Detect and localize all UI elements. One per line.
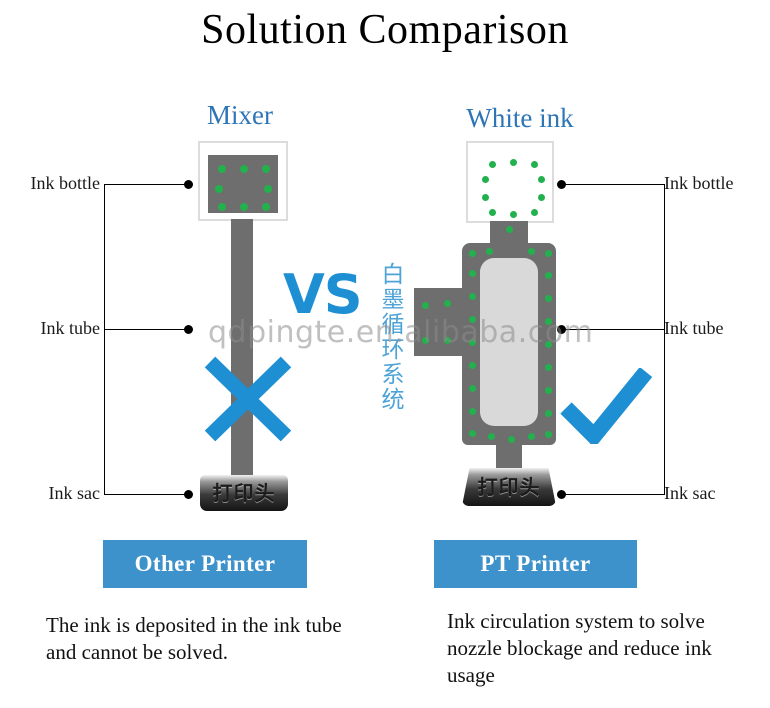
ink-dot [240,203,248,211]
left-print-head-label: 打印头 [212,481,276,505]
banner-other-printer[interactable]: Other Printer [103,540,307,588]
ink-dot [262,165,270,173]
left-label-ink-bottle: Ink bottle [30,173,101,193]
right-leader-dot-ink-sac [557,490,566,499]
left-print-head: 打印头 [200,475,288,511]
ink-dot [482,176,489,183]
ink-dot [488,433,495,440]
ink-dot [444,300,451,307]
ink-dot [510,211,517,218]
left-leader-ink-sac [104,494,188,495]
ink-dot [422,337,429,344]
vs-label: VS [283,263,363,326]
caption-pt-printer: Ink circulation system to solve nozzle b… [447,609,712,687]
left-leader-dot-ink-tube [184,325,193,334]
ink-dot [469,362,476,369]
right-leader-ink-bottle [562,184,665,185]
right-leader-ink-tube [562,329,665,330]
ink-dot [545,431,552,438]
right-print-head-label: 打印头 [477,475,541,499]
ink-dot [482,194,489,201]
ink-dot [531,161,538,168]
right-printhead-neck [496,443,522,471]
ink-dot [486,248,493,255]
ink-dot [469,316,476,323]
ink-dot [545,272,552,279]
right-diagram: 打印头 [400,130,700,520]
ink-dot [545,341,552,348]
left-leader-spine [104,184,105,494]
ink-dot [545,295,552,302]
right-label-ink-bottle: Ink bottle [664,173,734,193]
ink-dot [528,433,535,440]
ink-dot [538,194,545,201]
ink-dot [469,430,476,437]
ink-dot [264,185,272,193]
ink-dot [240,165,248,173]
left-leader-ink-tube [104,329,188,330]
right-label-ink-sac: Ink sac [664,483,716,503]
vertical-chinese-label: 白墨循环系统 [377,262,403,412]
left-label-ink-sac: Ink sac [48,483,100,503]
left-ink-bottle [198,141,288,221]
ink-dot [469,339,476,346]
cross-icon [204,356,292,442]
ink-dot [545,318,552,325]
right-leader-ink-sac [562,494,665,495]
ink-dot [469,408,476,415]
ink-dot [545,250,552,257]
right-label-ink-tube: Ink tube [664,318,724,338]
ink-dot [469,270,476,277]
ink-dot [422,302,429,309]
right-bottle-neck [490,221,528,245]
ink-dot [218,203,226,211]
ink-dot [545,410,552,417]
ink-dot [218,165,226,173]
right-ink-bottle [466,141,554,223]
right-ink-sac-chamber [480,258,538,426]
ink-dot [508,436,515,443]
right-leader-spine [664,184,665,494]
right-side-branch [414,288,466,356]
ink-dot [469,250,476,257]
ink-dot [215,185,223,193]
right-print-head: 打印头 [462,468,556,506]
left-ink-sac-neck [231,450,253,478]
ink-dot [469,293,476,300]
left-leader-dot-ink-bottle [184,180,193,189]
heading-mixer: Mixer [207,100,273,130]
ink-dot [262,203,270,211]
right-leader-dot-ink-bottle [557,180,566,189]
caption-other-printer: The ink is deposited in the ink tube and… [46,613,342,664]
ink-dot [545,364,552,371]
heading-white-ink: White ink [466,103,574,133]
ink-dot [531,209,538,216]
left-leader-ink-bottle [104,184,188,185]
ink-dot [489,209,496,216]
page-title: Solution Comparison [201,7,569,53]
ink-dot [528,248,535,255]
ink-dot [506,226,513,233]
ink-dot [444,337,451,344]
right-leader-dot-ink-tube [557,325,566,334]
ink-dot [510,159,517,166]
ink-dot [489,161,496,168]
check-icon [560,368,653,444]
ink-dot [545,387,552,394]
ink-dot [538,176,545,183]
left-leader-dot-ink-sac [184,490,193,499]
ink-dot [469,385,476,392]
banner-pt-printer[interactable]: PT Printer [434,540,637,588]
left-label-ink-tube: Ink tube [40,318,100,338]
